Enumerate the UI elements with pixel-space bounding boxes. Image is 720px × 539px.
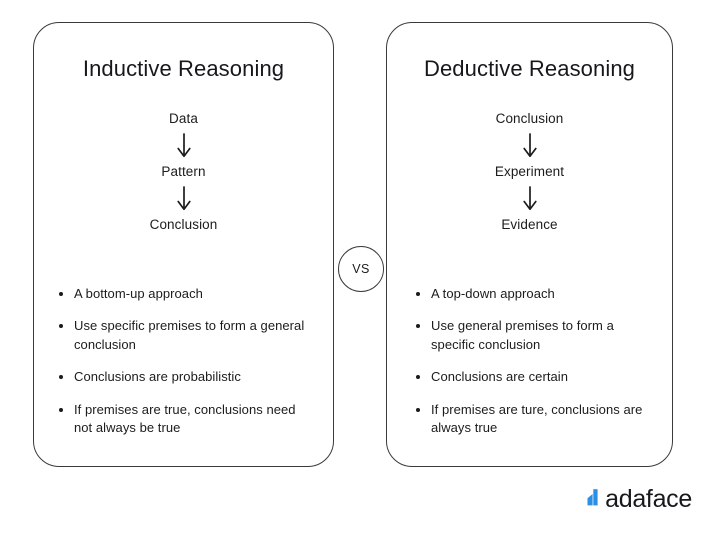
flow-step-data: Data	[169, 111, 198, 126]
inductive-flow-diagram: Data Pattern Conclusion	[34, 111, 333, 234]
flow-step-experiment: Experiment	[494, 164, 565, 180]
flow-step-pattern: Pattern	[161, 164, 206, 180]
versus-badge: VS	[338, 246, 384, 292]
list-item: A bottom-up approach	[56, 285, 317, 303]
brand-name-label: adaface	[605, 485, 692, 513]
deductive-flow-diagram: Conclusion Experiment Evidence	[387, 111, 672, 234]
deductive-card-title: Deductive Reasoning	[423, 56, 636, 81]
flow-step-conclusion: Conclusion	[149, 217, 218, 233]
inductive-reasoning-card: Inductive Reasoning Data Pattern Conclus…	[33, 22, 334, 467]
list-item: If premises are ture, conclusions are al…	[413, 401, 660, 438]
flow-step-conclusion: Conclusion	[495, 111, 564, 126]
arrow-down-icon	[522, 133, 538, 159]
list-item: Conclusions are certain	[413, 368, 660, 386]
list-item: If premises are true, conclusions need n…	[56, 401, 317, 438]
versus-label: VS	[352, 262, 370, 276]
arrow-down-icon	[522, 186, 538, 212]
deductive-reasoning-card: Deductive Reasoning Conclusion Experimen…	[386, 22, 673, 467]
arrow-down-icon	[176, 133, 192, 159]
inductive-bullet-list: A bottom-up approach Use specific premis…	[56, 285, 317, 438]
list-item: Conclusions are probabilistic	[56, 368, 317, 386]
bar-chart-mark-icon	[587, 487, 602, 511]
arrow-down-icon	[176, 186, 192, 212]
list-item: A top-down approach	[413, 285, 660, 303]
deductive-bullet-list: A top-down approach Use general premises…	[413, 285, 660, 438]
inductive-card-title: Inductive Reasoning	[82, 56, 285, 81]
list-item: Use specific premises to form a general …	[56, 317, 317, 354]
list-item: Use general premises to form a specific …	[413, 317, 660, 354]
brand-logo: adaface	[587, 485, 692, 513]
flow-step-evidence: Evidence	[501, 217, 558, 233]
